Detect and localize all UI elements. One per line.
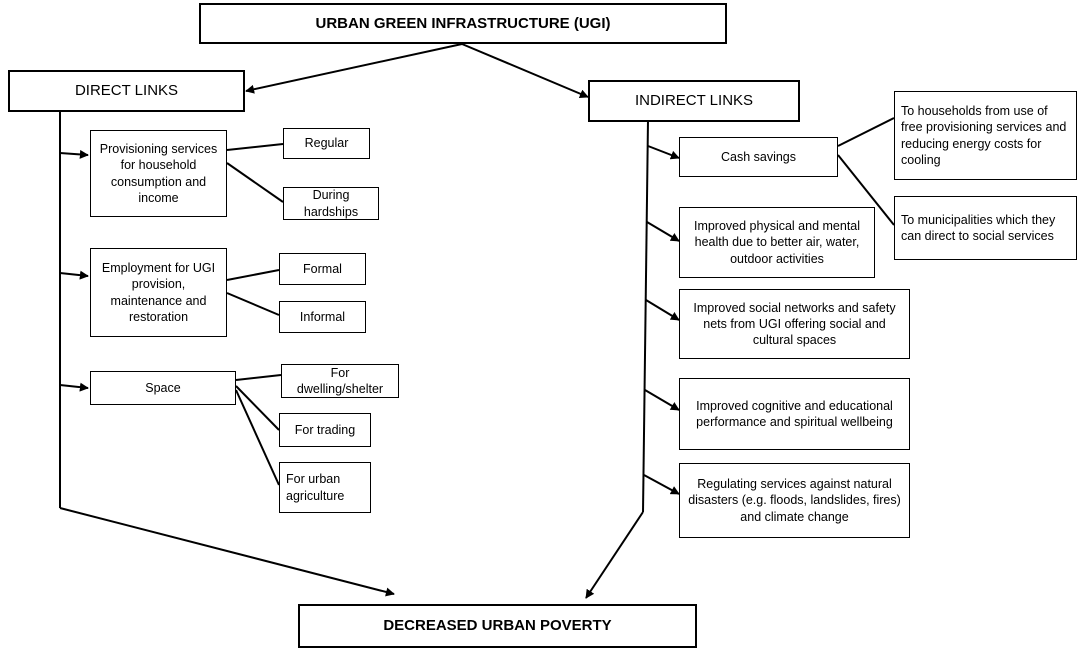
during-hardships-label: During hardships: [303, 188, 359, 219]
municipalities-savings-label: To municipalities which they can direct …: [901, 212, 1056, 243]
cash-savings-label: Cash savings: [720, 149, 797, 164]
provisioning-services-label: Provisioning services for household cons…: [99, 142, 218, 205]
formal-label: Formal: [303, 261, 342, 276]
social-networks-label: Improved social networks and safety nets…: [693, 300, 896, 348]
arrow-direct-to-outcome: [59, 507, 395, 597]
indirect-links-box: INDIRECT LINKS: [588, 80, 800, 122]
regular-box: Regular: [283, 128, 370, 159]
employment-label: Employment for UGI provision, maintenanc…: [101, 261, 216, 324]
indirect-trunk: [642, 119, 649, 513]
dwelling-box: For dwelling/shelter: [281, 364, 399, 398]
regular-label: Regular: [304, 136, 349, 151]
trading-label: For trading: [294, 422, 356, 437]
arrow-direct-to-provisioning: [59, 149, 89, 159]
cash-savings-box: Cash savings: [679, 137, 838, 177]
arrow-title-to-indirect: [461, 43, 589, 99]
health-box: Improved physical and mental health due …: [679, 207, 875, 278]
formal-box: Formal: [279, 253, 366, 285]
arrow-direct-to-employment: [59, 270, 89, 280]
during-hardships-box: During hardships: [283, 187, 379, 220]
arrow-direct-to-space: [59, 382, 89, 392]
health-label: Improved physical and mental health due …: [693, 219, 861, 266]
cognitive-label: Improved cognitive and educational perfo…: [696, 398, 893, 429]
trading-box: For trading: [279, 413, 371, 447]
provisioning-services-box: Provisioning services for household cons…: [90, 130, 227, 217]
arrow-title-to-direct: [245, 43, 463, 94]
direct-links-box: DIRECT LINKS: [8, 70, 245, 112]
informal-label: Informal: [299, 309, 346, 324]
households-savings-box: To households from use of free provision…: [894, 91, 1077, 180]
dwelling-label: For dwelling/shelter: [296, 365, 384, 396]
households-savings-label: To households from use of free provision…: [901, 104, 1067, 167]
indirect-links-label: INDIRECT LINKS: [634, 92, 754, 110]
arrow-indirect-to-outcome: [585, 511, 644, 599]
outcome-label: DECREASED URBAN POVERTY: [383, 617, 612, 635]
cognitive-box: Improved cognitive and educational perfo…: [679, 378, 910, 450]
ugi-title-box: URBAN GREEN INFRASTRUCTURE (UGI): [199, 3, 727, 44]
urban-agriculture-label: For urban agriculture: [286, 472, 345, 503]
municipalities-savings-box: To municipalities which they can direct …: [894, 196, 1077, 260]
outcome-box: DECREASED URBAN POVERTY: [298, 604, 697, 648]
space-label: Space: [145, 380, 181, 395]
space-box: Space: [90, 371, 236, 405]
employment-box: Employment for UGI provision, maintenanc…: [90, 248, 227, 337]
ugi-title: URBAN GREEN INFRASTRUCTURE (UGI): [315, 14, 611, 32]
regulating-services-box: Regulating services against natural disa…: [679, 463, 910, 538]
direct-links-label: DIRECT LINKS: [74, 82, 179, 100]
regulating-services-label: Regulating services against natural disa…: [688, 477, 901, 524]
social-networks-box: Improved social networks and safety nets…: [679, 289, 910, 359]
informal-box: Informal: [279, 301, 366, 333]
urban-agriculture-box: For urban agriculture: [279, 462, 371, 513]
